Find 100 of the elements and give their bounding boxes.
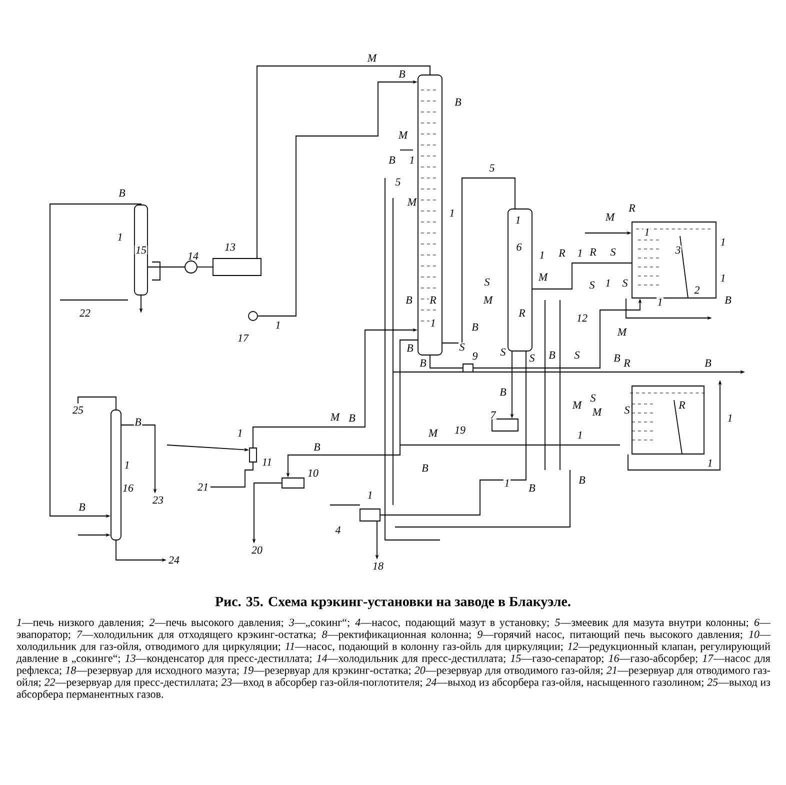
- line-code: B: [420, 464, 430, 472]
- line-code: 1: [538, 250, 546, 260]
- line-code: M: [398, 130, 408, 140]
- evaporator-vessel: [508, 208, 532, 352]
- line-code: S: [588, 280, 596, 290]
- line-code: B: [470, 322, 480, 332]
- line-code: 19: [454, 426, 466, 434]
- pipe-line: [78, 396, 116, 410]
- line-code: B: [578, 476, 586, 484]
- pump-symbol: [360, 508, 380, 522]
- line-code: 1: [123, 460, 131, 470]
- callout-number: 25: [71, 404, 85, 416]
- pump-symbol: [248, 311, 258, 321]
- line-code: S: [623, 406, 631, 414]
- line-code: R: [622, 358, 632, 368]
- line-code: B: [134, 418, 142, 426]
- callout-number: 23: [151, 494, 165, 506]
- line-code: B: [404, 296, 414, 304]
- callout-number: 18: [371, 560, 385, 572]
- edge-label: R: [588, 248, 598, 256]
- line-code: M: [604, 212, 616, 222]
- line-code: R: [558, 248, 566, 258]
- line-code: 16: [122, 484, 134, 492]
- figure-caption: Рис. 35. Схема крэкинг-установки на заводе в Блакуэле.: [215, 596, 570, 610]
- cooler-symbol: [184, 260, 198, 274]
- pipe-line: [430, 355, 463, 368]
- distillation-column: [418, 74, 442, 356]
- edge-label: B: [78, 502, 86, 512]
- line-code: B: [118, 188, 126, 198]
- line-code: B: [498, 388, 508, 396]
- edge-label: M: [366, 54, 378, 62]
- callout-number: 21: [196, 481, 210, 493]
- line-code: R: [628, 204, 636, 212]
- cooler-symbol: [492, 418, 518, 432]
- line-code: 15: [134, 246, 148, 254]
- line-code: M: [428, 428, 438, 438]
- line-code: S: [499, 348, 507, 356]
- furnace: [630, 386, 706, 454]
- line-code: B: [612, 354, 622, 362]
- line-code: B: [454, 98, 462, 106]
- line-code: 1: [719, 274, 727, 282]
- line-code: B: [418, 358, 428, 368]
- pump-symbol: [249, 448, 257, 462]
- line-code: S: [528, 354, 536, 362]
- pipe-line: [256, 66, 430, 258]
- pipe-line: [532, 262, 632, 290]
- pipe-line: [442, 178, 516, 344]
- key-text: 1—печь низкого давления; 2—печь высокого давления; 3—„сокинг“; 4—насос, подающий мазут в установку; 5—змеевик для мазута внутри колонны; 6—эвапоратор; 7—холодильник для отходящего крэкинг-остатка; 8—ректификационная колонна; 9—горячий насос, питающий печь высокого давления; 10—холодильник для газ-ойля, отводимого для циркуляции; 11—насос, подающий в колонну газ-ойль для циркуляции; 12—редукционный клапан, регулирующий давление в „сокинге“; 13—конденсатор для пресс-дестиллата; 14—холодильник для пресс-дестиллата; 15—газо-сепаратор; 16—газо-абсорбер; 17—насос для рефлекса; 18—резервуар для исходного мазута; 19—резервуар для крэкинг-остатка; 20—резервуар для отводимого газ-ойля; 21—резервуар для отводимого газ-ойля; 22—резервуар для пресс-дестиллата; 23—вход в абсорбер газ-ойля-поглотителя; 24—выход из абсорбера газ-ойля, насыщенного газолином; 25—выход из абсорбера перманентных газов.: [16, 618, 771, 700]
- line-code: M: [482, 296, 494, 304]
- line-code: 4: [334, 526, 342, 534]
- edge-label: B: [348, 414, 356, 422]
- line-code: 1: [576, 248, 584, 258]
- cooler-symbol: [282, 478, 304, 488]
- line-code: M: [330, 412, 340, 422]
- edge-label: B: [312, 442, 322, 452]
- line-code: B: [388, 156, 396, 164]
- line-code: 1: [366, 490, 374, 500]
- edge-label: 5: [488, 164, 496, 172]
- line-code: 1: [706, 458, 714, 468]
- line-code: 1: [503, 478, 511, 488]
- separator-vessel: [134, 204, 148, 296]
- line-code: M: [592, 408, 602, 416]
- line-code: 1: [236, 428, 244, 438]
- line-code: B: [724, 296, 732, 304]
- callout-number: 20: [250, 544, 264, 556]
- pipe-line: [380, 351, 526, 516]
- pump-symbol: [462, 364, 474, 372]
- furnace: [632, 222, 716, 298]
- line-code: M: [538, 272, 548, 282]
- line-code: 1: [656, 298, 664, 306]
- line-code: 14: [186, 252, 200, 260]
- line-code: 5: [394, 178, 402, 186]
- line-code: S: [458, 342, 466, 352]
- line-code: M: [572, 400, 582, 410]
- line-code: 1: [726, 414, 734, 422]
- line-code: 1: [408, 156, 416, 164]
- line-code: M: [616, 328, 628, 336]
- line-code: 7: [489, 410, 497, 420]
- edge-label: B: [398, 70, 406, 78]
- absorber-column: [110, 410, 122, 540]
- line-code: B: [548, 350, 556, 360]
- line-code: S: [621, 278, 629, 288]
- line-code: B: [704, 358, 712, 368]
- line-code: S: [609, 248, 617, 256]
- pipe-line: [148, 266, 185, 268]
- line-code: 10: [306, 468, 320, 478]
- line-code: 17: [236, 334, 250, 342]
- line-code: 1: [604, 278, 612, 288]
- pipe-line: [197, 266, 213, 268]
- line-code: B: [528, 484, 536, 492]
- line-code: 11: [261, 458, 273, 466]
- line-code: 9: [471, 352, 479, 360]
- line-code: 12: [576, 314, 588, 322]
- line-code: B: [406, 344, 414, 352]
- condenser: [212, 258, 262, 276]
- line-code: 1: [274, 320, 282, 330]
- pipe-line: [210, 462, 254, 488]
- line-code: 1: [576, 430, 584, 440]
- line-code: S: [589, 394, 597, 402]
- line-code: 1: [448, 208, 456, 218]
